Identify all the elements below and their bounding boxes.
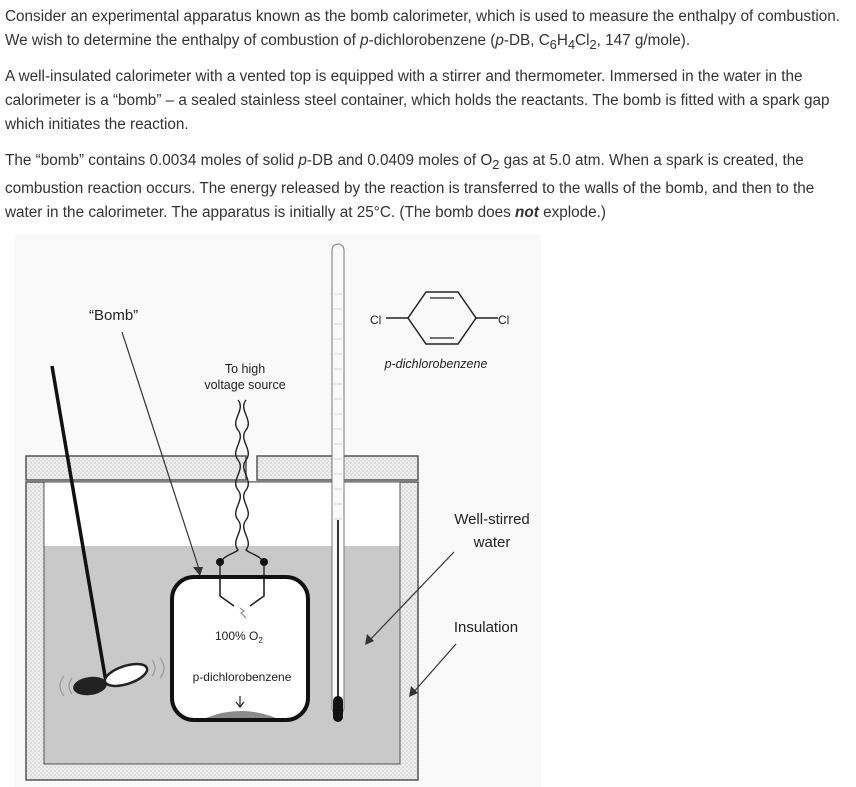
- stirrer-blade-left: [73, 676, 107, 696]
- subscript-4: 4: [567, 37, 576, 53]
- bomb-label: “Bomb”: [89, 307, 138, 324]
- molar-mass-text: , 147 g/mole).: [596, 32, 691, 49]
- insulation-label: Insulation: [454, 619, 518, 636]
- calorimeter-figure: “Bomb” To high voltage source 100% O2 p-…: [14, 234, 541, 787]
- wire-terminal-right: [260, 558, 268, 566]
- bomb-vessel: [170, 575, 310, 722]
- not-emphasis: not: [515, 204, 539, 222]
- formula-text-c: -DB, C: [503, 32, 550, 49]
- stirring-motion-marks-left: [59, 675, 73, 697]
- apparatus-text: A well-insulated calorimeter with a vent…: [5, 68, 830, 133]
- formula-text-cl: Cl: [575, 32, 590, 49]
- bomb-arrow-head: [193, 567, 203, 576]
- stirrer-rod: [50, 365, 108, 683]
- oxygen-label: 100% O2: [215, 629, 263, 645]
- subscript-2: 2: [589, 37, 597, 53]
- contents-arrow-head: [235, 701, 245, 708]
- intro-text-2: -dichlorobenzene (: [368, 32, 496, 49]
- apparatus-paragraph: A well-insulated calorimeter with a vent…: [5, 65, 853, 137]
- thermometer-scale: [334, 293, 342, 520]
- water-arrow-line: [367, 551, 455, 643]
- bomb-arrow-line: [121, 331, 201, 573]
- intro-text: Consider an experimental apparatus known…: [5, 8, 840, 49]
- wire-terminal-left: [216, 558, 224, 566]
- formula-text-h: H: [556, 32, 568, 49]
- o2-subscript: 2: [492, 157, 500, 173]
- contents-text-1: The “bomb” contains 0.0034 moles of soli…: [5, 152, 299, 169]
- twisted-wires: [219, 399, 265, 590]
- cl-left-label: Cl: [370, 313, 381, 327]
- italic-p-3: p: [298, 152, 307, 169]
- molecule-name: p-dichlorobenzene: [384, 357, 488, 371]
- voltage-label-line2: voltage source: [204, 378, 285, 392]
- electrode-right: [249, 579, 265, 607]
- electrode-left: [219, 579, 235, 607]
- contents-text-3: gas at 5.0 atm. When a spark is created,…: [5, 152, 815, 222]
- voltage-label-line1: To high: [225, 362, 265, 376]
- insulation-arrow-line: [411, 643, 457, 695]
- contents-text-4: explode.): [538, 204, 607, 222]
- subscript-6: 6: [549, 37, 557, 53]
- italic-p: p: [360, 32, 369, 49]
- contents-text-2: -DB and 0.0409 moles of O: [306, 152, 493, 169]
- spark-icon: [239, 607, 247, 619]
- lid-left: [25, 455, 247, 481]
- stirrer-blade-right: [103, 662, 149, 688]
- solid-sample: [206, 711, 276, 718]
- insulation-arrow-head: [409, 686, 418, 697]
- stirring-motion-marks-right: [151, 657, 165, 679]
- intro-paragraph: Consider an experimental apparatus known…: [5, 5, 853, 57]
- bomb-contents-label: p-dichlorobenzene: [193, 670, 292, 684]
- calorimeter-diagram: “Bomb” To high voltage source 100% O2 p-…: [14, 234, 541, 787]
- contents-paragraph: The “bomb” contains 0.0034 moles of soli…: [5, 149, 853, 225]
- water-arrow-head: [365, 634, 374, 645]
- thermometer-bulb: [333, 696, 343, 722]
- water-label-line2: water: [473, 534, 511, 551]
- cl-right-label: Cl: [498, 313, 509, 327]
- italic-p-2: p: [495, 32, 504, 49]
- water-label-line1: Well-stirred: [454, 511, 530, 528]
